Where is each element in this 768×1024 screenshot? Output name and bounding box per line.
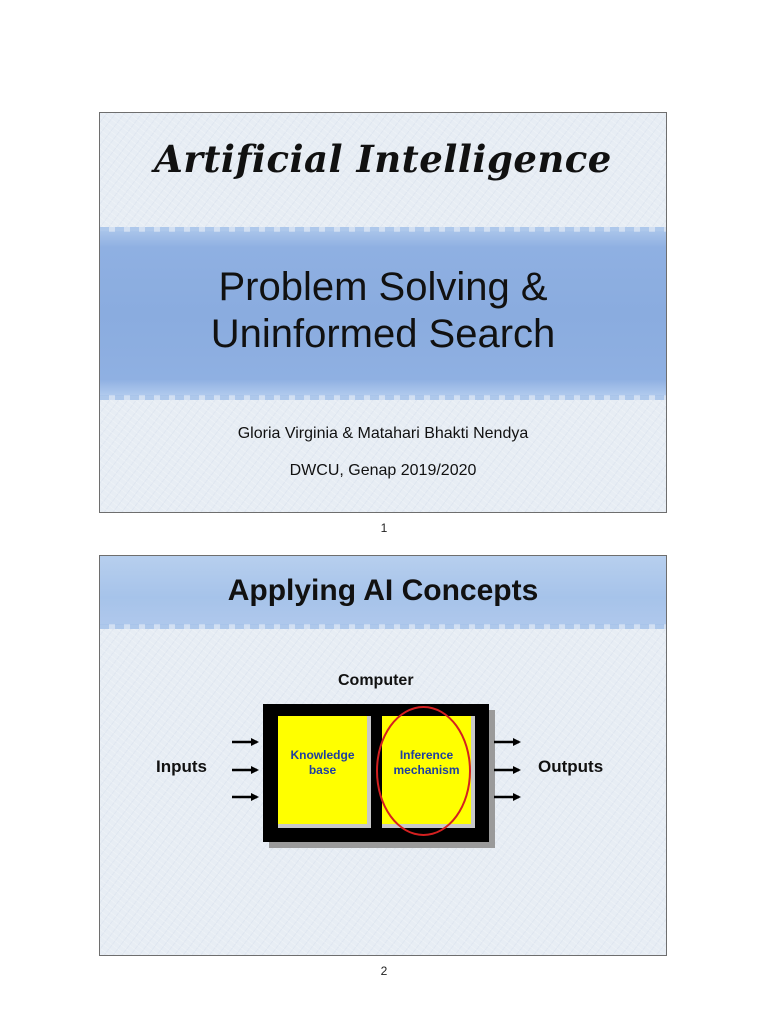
outputs-label: Outputs xyxy=(538,757,604,776)
authors-text: Gloria Virginia & Matahari Bhakti Nendya xyxy=(237,425,529,442)
slide-number-1: 1 xyxy=(380,521,388,535)
title-line-1: Problem Solving & xyxy=(218,265,548,309)
title-band xyxy=(100,227,666,400)
slide-title: Applying AI Concepts xyxy=(227,574,539,607)
knowledge-base-panel: Knowledge base xyxy=(278,716,371,828)
course-text: DWCU, Genap 2019/2020 xyxy=(289,462,477,479)
computer-label: Computer xyxy=(338,672,414,689)
knowledge-base-line-1: Knowledge xyxy=(290,748,355,762)
slide-2: Applying AI Concepts Computer Inputs Out… xyxy=(99,555,667,956)
title-line-2: Uninformed Search xyxy=(210,312,556,356)
slide-header-title: Artificial Intelligence xyxy=(154,137,612,181)
slide-1: Artificial Intelligence Problem Solving … xyxy=(99,112,667,513)
highlight-ellipse xyxy=(376,706,471,836)
slide-number-2: 2 xyxy=(380,964,388,978)
slide-main-title: Problem Solving & Uninformed Search xyxy=(100,264,666,358)
inputs-label: Inputs xyxy=(156,757,207,776)
title-band xyxy=(100,556,666,629)
knowledge-base-line-2: base xyxy=(308,763,337,777)
